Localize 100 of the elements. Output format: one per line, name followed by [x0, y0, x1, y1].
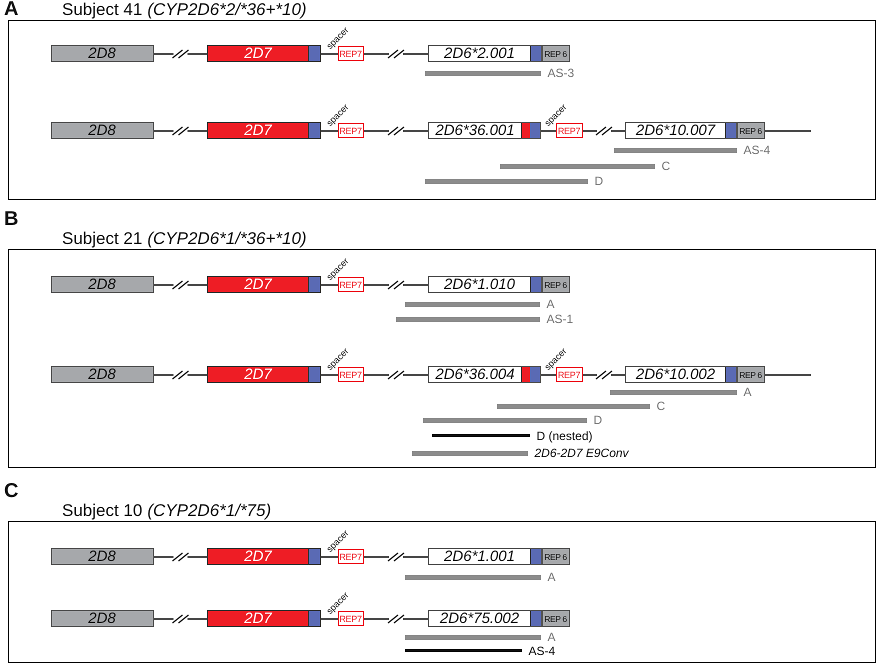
- gene-label: 2D8: [88, 276, 116, 293]
- probe-label: D (nested): [536, 428, 593, 442]
- gene-label: 2D8: [88, 122, 116, 139]
- repeat-label: REP7: [558, 126, 580, 136]
- probe-label: A: [548, 570, 556, 584]
- repeat-label: REP7: [339, 280, 362, 290]
- gene-box: [50, 366, 154, 383]
- probe-label: D: [594, 174, 604, 188]
- connector-line: [154, 130, 207, 132]
- gene-label: 2D6*36.004: [435, 366, 515, 383]
- probe-label: AS-4: [744, 142, 770, 156]
- connector-line: [364, 130, 428, 132]
- connector-line: [154, 618, 207, 620]
- panel-title: Subject 10: [62, 501, 142, 520]
- repeat-label: REP 6: [739, 370, 762, 380]
- probe-label: AS-4: [528, 644, 556, 658]
- connector-line: [364, 556, 428, 558]
- gene-box: [206, 366, 320, 383]
- gene-label: 2D8: [88, 45, 116, 62]
- connector-line: [321, 618, 338, 620]
- gene-label: 2D6*10.002: [636, 366, 716, 383]
- connector-line: [765, 130, 811, 132]
- gene-box: [428, 276, 542, 293]
- gene-label: 2D8: [88, 366, 116, 383]
- connector-line: [364, 53, 428, 55]
- gene-label: 2D6*75.002: [440, 610, 520, 627]
- panel-title: (CYP2D6*2/*36+*10): [147, 0, 307, 19]
- connector-line: [321, 130, 338, 132]
- gene-box: [624, 122, 736, 139]
- repeat-label: REP7: [339, 370, 362, 380]
- gene-label: 2D7: [244, 276, 272, 293]
- probe-label: A: [548, 630, 556, 644]
- gene-box: [428, 45, 542, 62]
- connector-line: [765, 374, 811, 376]
- gene-box: [206, 122, 320, 139]
- repeat-box: [736, 366, 764, 383]
- repeat-label: REP7: [339, 48, 362, 58]
- connector-line: [541, 374, 556, 376]
- connector-line: [154, 284, 207, 286]
- gene-label: 2D6*10.007: [636, 122, 716, 139]
- panel-title: Subject 21: [62, 229, 142, 248]
- gene-box: [206, 45, 320, 62]
- gene-box: [428, 610, 542, 627]
- probe-label: A: [546, 296, 555, 310]
- connector-line: [321, 53, 338, 55]
- gene-box: [50, 610, 154, 627]
- gene-label: 2D7: [244, 610, 272, 627]
- gene-box: [50, 276, 154, 293]
- repeat-box: [542, 276, 570, 293]
- gene-box: [206, 276, 320, 293]
- gene-label: 2D8: [88, 548, 116, 565]
- repeat-label: REP 6: [544, 48, 567, 58]
- probe-label: A: [744, 384, 752, 398]
- gene-box: [206, 548, 320, 565]
- gene-box: [50, 548, 154, 565]
- repeat-label: REP 6: [544, 280, 567, 290]
- gene-label: 2D6*36.001: [435, 122, 515, 139]
- repeat-box: [542, 548, 570, 565]
- connector-line: [154, 53, 207, 55]
- panel-title: Subject 41: [62, 0, 142, 19]
- probe-label: D: [594, 412, 602, 426]
- gene-box: [428, 122, 540, 139]
- probe-label: AS-1: [546, 312, 574, 326]
- probe-label: 2D6-2D7 E9Conv: [534, 446, 629, 460]
- repeat-label: REP7: [339, 126, 362, 136]
- probe-label: C: [662, 158, 670, 172]
- gene-box: [206, 610, 320, 627]
- gene-label: 2D7: [244, 366, 272, 383]
- gene-label: 2D7: [244, 45, 272, 62]
- connector-line: [154, 374, 207, 376]
- gene-box: [624, 366, 736, 383]
- repeat-box: [542, 45, 570, 62]
- probe-label: C: [656, 398, 666, 412]
- repeat-label: REP7: [339, 614, 362, 624]
- gene-label: 2D6*2.001: [444, 45, 515, 62]
- connector-line: [583, 374, 625, 376]
- gene-box: [50, 122, 154, 139]
- panel-letter: C: [4, 480, 18, 503]
- repeat-label: REP7: [558, 370, 580, 380]
- gene-label: 2D8: [88, 610, 116, 627]
- repeat-label: REP7: [339, 552, 362, 562]
- connector-line: [154, 556, 207, 558]
- connector-line: [364, 374, 428, 376]
- gene-box: [428, 548, 542, 565]
- connector-line: [364, 284, 428, 286]
- gene-label: 2D6*1.001: [444, 548, 515, 565]
- probe-label: AS-3: [548, 66, 574, 80]
- connector-line: [583, 130, 625, 132]
- repeat-label: REP 6: [544, 614, 567, 624]
- gene-label: 2D7: [244, 122, 272, 139]
- connector-line: [321, 374, 338, 376]
- panel-title: (CYP2D6*1/*36+*10): [147, 229, 307, 248]
- gene-box: [50, 45, 154, 62]
- repeat-box: [542, 610, 570, 627]
- connector-line: [364, 618, 428, 620]
- gene-label: 2D7: [244, 548, 272, 565]
- connector-line: [321, 284, 338, 286]
- panel-letter: B: [4, 208, 18, 231]
- panel-letter: A: [4, 0, 18, 21]
- panel-title: (CYP2D6*1/*75): [147, 501, 272, 520]
